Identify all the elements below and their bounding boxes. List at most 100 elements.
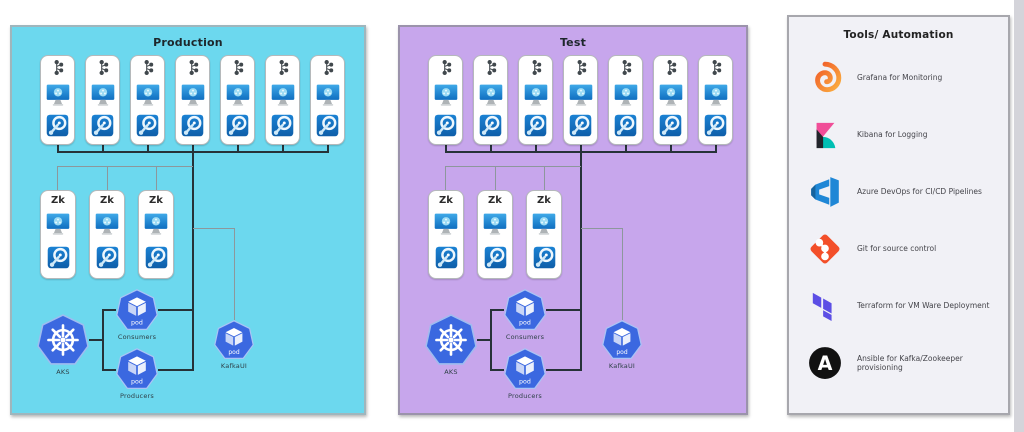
zookeeper-node: Zk (477, 190, 513, 279)
producers-pod-icon: pod (116, 348, 158, 394)
connector (57, 166, 193, 167)
azure-vm-icon (433, 83, 459, 112)
kafka-broker-node (473, 55, 508, 145)
zookeeper-node: Zk (526, 190, 562, 279)
test-environment-panel: Test (398, 25, 748, 415)
tools-title: Tools/ Automation (843, 29, 954, 41)
azure-disk-icon (47, 246, 70, 273)
connector (546, 309, 581, 311)
kafka-broker-node (310, 55, 345, 145)
kafka-broker-node (85, 55, 120, 145)
azure-vm-icon (531, 212, 557, 241)
kafka-broker-node (220, 55, 255, 145)
tool-row-git: Git for source control (789, 220, 1008, 277)
connector (57, 145, 59, 152)
kibana-icon (806, 120, 844, 150)
kafka-icon (141, 59, 154, 80)
azure-disk-icon (271, 114, 294, 141)
connector (445, 166, 446, 190)
git-icon (806, 232, 844, 266)
kafka-broker-node (130, 55, 165, 145)
zookeeper-label: Zk (149, 195, 163, 207)
tools-automation-panel: Tools/ Automation Grafana for Monitoring… (787, 15, 1010, 415)
kafka-icon (619, 59, 632, 80)
zookeeper-label: Zk (439, 195, 453, 207)
connector (625, 145, 627, 152)
connector (158, 369, 193, 371)
azure-vm-icon (315, 83, 341, 112)
azure-devops-icon (806, 175, 844, 209)
azure-vm-icon (94, 212, 120, 241)
test-broker-row (428, 55, 733, 145)
kafka-broker-node (608, 55, 643, 145)
connector (495, 166, 496, 190)
azure-disk-icon (46, 114, 69, 141)
connector (102, 369, 116, 371)
connector (580, 151, 582, 371)
aks-label: AKS (444, 368, 458, 376)
azure-disk-icon (569, 114, 592, 141)
tool-label: Ansible for Kafka/Zookeeper provisioning (857, 353, 963, 372)
svg-text:pod: pod (228, 349, 239, 356)
kafka-broker-node (698, 55, 733, 145)
connector (147, 145, 149, 152)
azure-vm-icon (703, 83, 729, 112)
kafka-icon (96, 59, 109, 80)
azure-disk-icon (484, 246, 507, 273)
svg-text:pod: pod (519, 379, 531, 386)
zookeeper-label: Zk (537, 195, 551, 207)
azure-vm-icon (482, 212, 508, 241)
azure-vm-icon (135, 83, 161, 112)
connector (490, 369, 504, 371)
tool-label: Azure DevOps for CI/CD Pipelines (857, 187, 982, 196)
tool-row-ansible: A Ansible for Kafka/Zookeeper provisioni… (789, 334, 1008, 391)
connector (490, 309, 504, 311)
kafka-icon (321, 59, 334, 80)
kafka-icon (484, 59, 497, 80)
kubernetes-aks-icon (37, 314, 89, 370)
azure-vm-icon (45, 83, 71, 112)
connector (192, 151, 194, 371)
kafka-icon (529, 59, 542, 80)
page-edge-strip (1014, 0, 1024, 432)
azure-vm-icon (90, 83, 116, 112)
azure-vm-icon (478, 83, 504, 112)
kafka-broker-node (428, 55, 463, 145)
connector (107, 166, 108, 190)
connector (580, 145, 582, 152)
azure-vm-icon (45, 212, 71, 241)
kafka-icon (276, 59, 289, 80)
consumers-pod-icon: pod (116, 289, 158, 335)
azure-disk-icon (136, 114, 159, 141)
connector (490, 309, 492, 371)
connector (193, 228, 235, 229)
kafka-broker-node (563, 55, 598, 145)
azure-vm-icon (270, 83, 296, 112)
azure-vm-icon (143, 212, 169, 241)
kafka-icon (186, 59, 199, 80)
azure-disk-icon (181, 114, 204, 141)
production-title: Production (153, 36, 223, 49)
connector (102, 309, 104, 371)
connector (445, 145, 447, 152)
test-title: Test (559, 36, 587, 49)
tool-row-kibana: Kibana for Logging (789, 106, 1008, 163)
kubernetes-aks-icon (425, 314, 477, 370)
svg-text:pod: pod (616, 349, 627, 356)
connector (102, 145, 104, 152)
tool-row-grafana: Grafana for Monitoring (789, 49, 1008, 106)
azure-vm-icon (433, 212, 459, 241)
tool-label: Grafana for Monitoring (857, 73, 943, 82)
connector (670, 145, 672, 152)
kafka-broker-node (518, 55, 553, 145)
kafka-ui-label: KafkaUI (220, 362, 248, 370)
consumers-pod-icon: pod (504, 289, 546, 335)
kafka-icon (574, 59, 587, 80)
kafka-broker-node (40, 55, 75, 145)
tool-row-azure-devops: Azure DevOps for CI/CD Pipelines (789, 163, 1008, 220)
connector (622, 228, 623, 320)
connector (327, 145, 329, 152)
svg-text:pod: pod (519, 320, 531, 327)
zookeeper-node: Zk (138, 190, 174, 279)
kafka-icon (709, 59, 722, 80)
